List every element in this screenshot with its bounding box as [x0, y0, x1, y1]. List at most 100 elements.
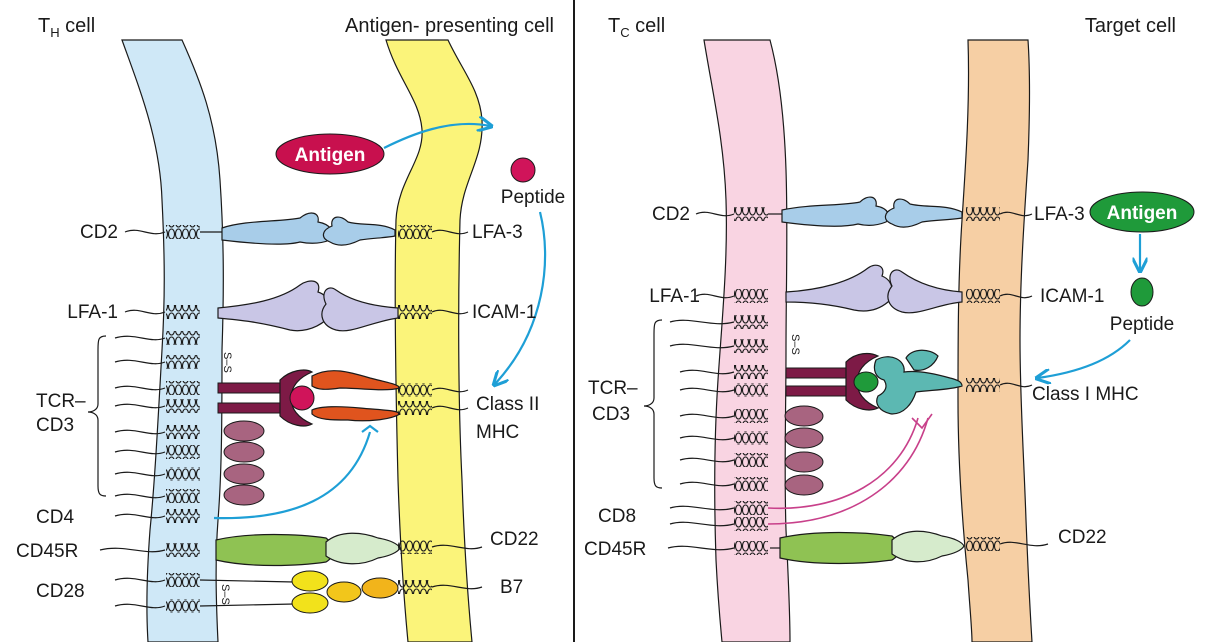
b7-label: B7 — [500, 577, 523, 598]
b7-tail — [431, 584, 483, 590]
cd2-label-left: CD2 — [80, 222, 118, 243]
cd45r-tail-left — [99, 547, 166, 553]
peptide-dot-right — [1130, 277, 1154, 307]
mhc-ii-label-1: Class II — [476, 394, 539, 415]
cd4-tail — [114, 513, 166, 519]
cd3-chains-left — [223, 420, 265, 506]
lfa3-molecule-right — [884, 198, 963, 228]
cd22-label-right: CD22 — [1058, 527, 1107, 548]
antigen-processing-arrow — [383, 124, 490, 149]
icam1-molecule — [321, 287, 399, 332]
tcr-label-left-1: TCR– — [36, 391, 86, 412]
tcr-label-left-2: CD3 — [36, 415, 74, 436]
lfa1-coil-right — [734, 289, 768, 303]
cd2-tail — [124, 229, 166, 235]
peptide-to-mhc-arrow — [495, 211, 547, 384]
tcr-cd3-coils-right — [669, 315, 768, 491]
mhc-ii-coil-a — [398, 383, 432, 397]
cd4-label: CD4 — [36, 507, 74, 528]
mhc-ii-tail-b — [431, 405, 469, 411]
cd8-coil-a — [734, 501, 768, 515]
cd3-chains-right — [784, 405, 824, 496]
antigen-pill-left — [275, 133, 385, 175]
ss-bond-cd28: S–S — [219, 584, 231, 605]
peptide-to-mhc-arrow-right — [1038, 339, 1131, 378]
lfa1-molecule — [217, 280, 331, 332]
icam1-label-right: ICAM-1 — [1040, 286, 1104, 307]
icam1-tail — [431, 309, 469, 315]
lfa1-molecule-right — [785, 264, 893, 312]
b7-cd28-complex — [291, 570, 399, 614]
mhc-ii-tail-a — [431, 387, 469, 393]
mhc-ii-label-2: MHC — [476, 422, 519, 443]
class-i-mhc-molecule — [873, 349, 963, 415]
target-membrane — [957, 39, 1033, 642]
cd8-label: CD8 — [598, 506, 636, 527]
b7-coil — [398, 580, 432, 594]
icam1-coil-right — [966, 289, 1000, 303]
mhc-i-tail — [999, 382, 1033, 388]
tc-cell-title: TC cell — [608, 15, 665, 40]
cd8-coil-b — [734, 517, 768, 531]
lfa3-molecule — [322, 216, 396, 246]
lfa1-label-right: LFA-1 — [649, 286, 700, 307]
antigen-label-right: Antigen — [1107, 203, 1178, 224]
cd22-molecule-right — [891, 530, 965, 563]
lfa3-tail — [431, 229, 469, 235]
cd2-tail-right — [695, 211, 735, 217]
cd8-binding-lines — [767, 417, 929, 525]
lfa3-coil-right — [966, 207, 1000, 221]
cd2-molecule — [221, 212, 333, 245]
peptide-in-mhc-right — [853, 371, 879, 393]
tcr-label-right-1: TCR– — [588, 378, 638, 399]
lfa1-tail-right — [695, 293, 735, 299]
lfa1-tail — [124, 309, 166, 315]
icam1-tail-right — [999, 293, 1033, 299]
class-ii-mhc-molecule — [311, 370, 401, 422]
cd22-molecule-left — [325, 532, 401, 565]
cd2-coil — [166, 225, 200, 239]
lfa1-label-left: LFA-1 — [67, 302, 118, 323]
peptide-dot-left — [510, 157, 536, 183]
mhc-i-coil — [966, 378, 1000, 392]
cd45r-coil-left — [166, 543, 200, 557]
lfa3-tail-right — [999, 211, 1033, 217]
lfa3-coil — [398, 225, 432, 239]
cd8-tail-a — [669, 505, 735, 511]
icam1-molecule-right — [887, 269, 963, 314]
cd28-tail-b — [114, 603, 166, 609]
cd45r-tail-right — [667, 545, 735, 551]
lfa1-coil — [166, 305, 200, 319]
cd22-tail-right — [999, 541, 1049, 547]
cd28-stalk-b — [199, 603, 295, 607]
cd4-binding-line — [213, 431, 372, 520]
cd4-coil — [166, 509, 200, 523]
cd2-label-right: CD2 — [652, 204, 690, 225]
cd45r-coil-right — [734, 541, 768, 555]
peptide-in-mhc-left — [289, 385, 315, 411]
cd22-coil-left — [398, 540, 432, 554]
ss-bond-left-1: S–S — [221, 352, 233, 373]
apc-membrane — [385, 39, 483, 642]
cd45r-molecule-left — [215, 533, 335, 567]
tcr-label-right-2: CD3 — [592, 404, 630, 425]
cd28-coil-b — [166, 599, 200, 613]
icam1-coil — [398, 305, 432, 319]
tcr-cd3-bracket — [87, 335, 107, 497]
tcr-cd3-bracket-right — [643, 319, 663, 489]
cd45r-label-left: CD45R — [16, 541, 78, 562]
mhc-i-label: Class I MHC — [1032, 384, 1139, 405]
cd22-tail-left — [431, 544, 483, 550]
th-cell-title: TH cell — [38, 15, 95, 40]
cd28-stalk-a — [199, 579, 295, 583]
lfa3-label-left: LFA-3 — [472, 222, 523, 243]
apc-title: Antigen- presenting cell — [345, 15, 554, 37]
cd45r-molecule-right — [779, 531, 901, 565]
cd8-binding-fork — [911, 413, 933, 430]
cd28-label: CD28 — [36, 581, 85, 602]
antigen-pill-right — [1089, 191, 1195, 233]
lfa3-label-right: LFA-3 — [1034, 204, 1085, 225]
cd4-binding-fork — [361, 424, 379, 433]
